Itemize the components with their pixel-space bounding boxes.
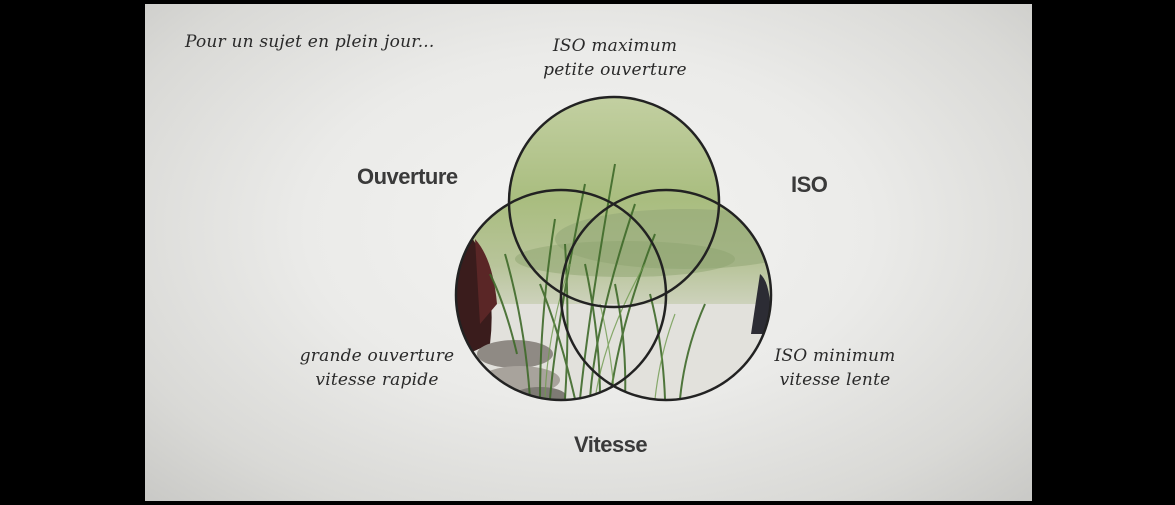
right-note-line1: ISO minimum xyxy=(774,346,896,366)
circle-vitesse xyxy=(559,188,773,402)
label-iso: ISO xyxy=(791,172,828,197)
top-note-line2: petite ouverture xyxy=(543,60,687,80)
label-vitesse: Vitesse xyxy=(574,432,648,457)
label-ouverture: Ouverture xyxy=(357,164,458,189)
slide: Pour un sujet en plein jour... ISO maxim… xyxy=(145,4,1032,501)
venn-diagram xyxy=(454,95,773,402)
circle-iso xyxy=(507,95,721,309)
left-note: grande ouverture vitesse rapide xyxy=(297,344,457,392)
top-note-line1: ISO maximum xyxy=(552,36,678,56)
left-note-line1: grande ouverture xyxy=(299,346,455,366)
intro-text: Pour un sujet en plein jour... xyxy=(185,32,435,52)
left-note-line2: vitesse rapide xyxy=(315,370,439,390)
top-note: ISO maximum petite ouverture xyxy=(525,34,705,82)
right-note: ISO minimum vitesse lente xyxy=(765,344,905,392)
circle-ouverture xyxy=(454,188,668,402)
right-note-line2: vitesse lente xyxy=(779,370,891,390)
